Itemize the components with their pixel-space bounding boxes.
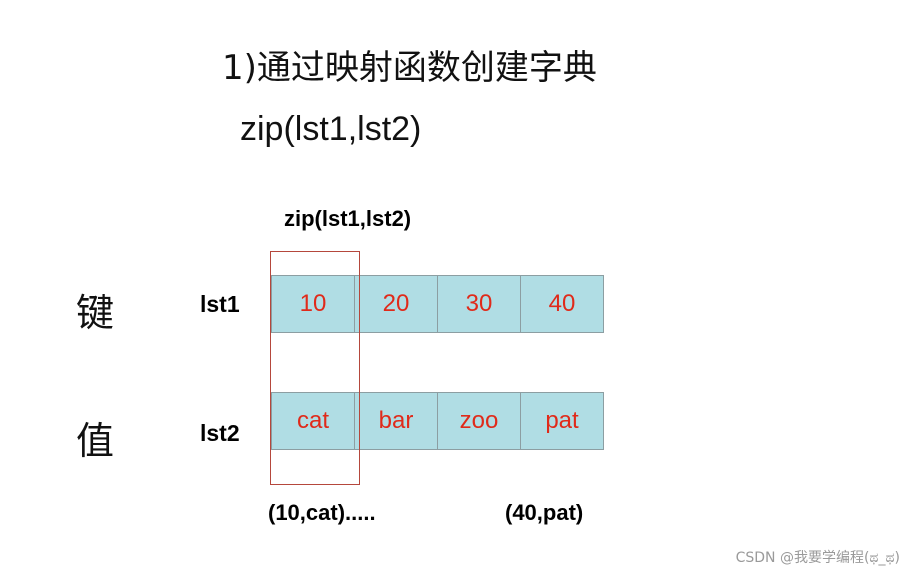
value-label: 值 (76, 419, 115, 463)
pair-first: (10,cat)..... (268, 500, 376, 525)
lst2-cell: bar (354, 392, 438, 450)
zip-label: zip(lst1,lst2) (284, 206, 412, 231)
lst1-cell: 40 (520, 275, 604, 333)
watermark: CSDN @我要学编程(ಥ_ಥ) (735, 550, 900, 566)
lst2-cell: cat (271, 392, 355, 450)
lst1-row: 10 20 30 40 (271, 275, 604, 333)
zip-highlight-box (270, 251, 360, 485)
page-title: 1)通过映射函数创建字典 (222, 48, 597, 88)
key-label: 键 (76, 291, 115, 335)
lst1-name: lst1 (200, 291, 240, 317)
lst2-cell: pat (520, 392, 604, 450)
pair-last: (40,pat) (505, 500, 584, 525)
lst2-cell: zoo (437, 392, 521, 450)
lst2-name: lst2 (200, 420, 240, 446)
page-subtitle: zip(lst1,lst2) (240, 110, 422, 148)
lst1-cell: 30 (437, 275, 521, 333)
lst1-cell: 10 (271, 275, 355, 333)
lst1-cell: 20 (354, 275, 438, 333)
lst2-row: cat bar zoo pat (271, 392, 604, 450)
